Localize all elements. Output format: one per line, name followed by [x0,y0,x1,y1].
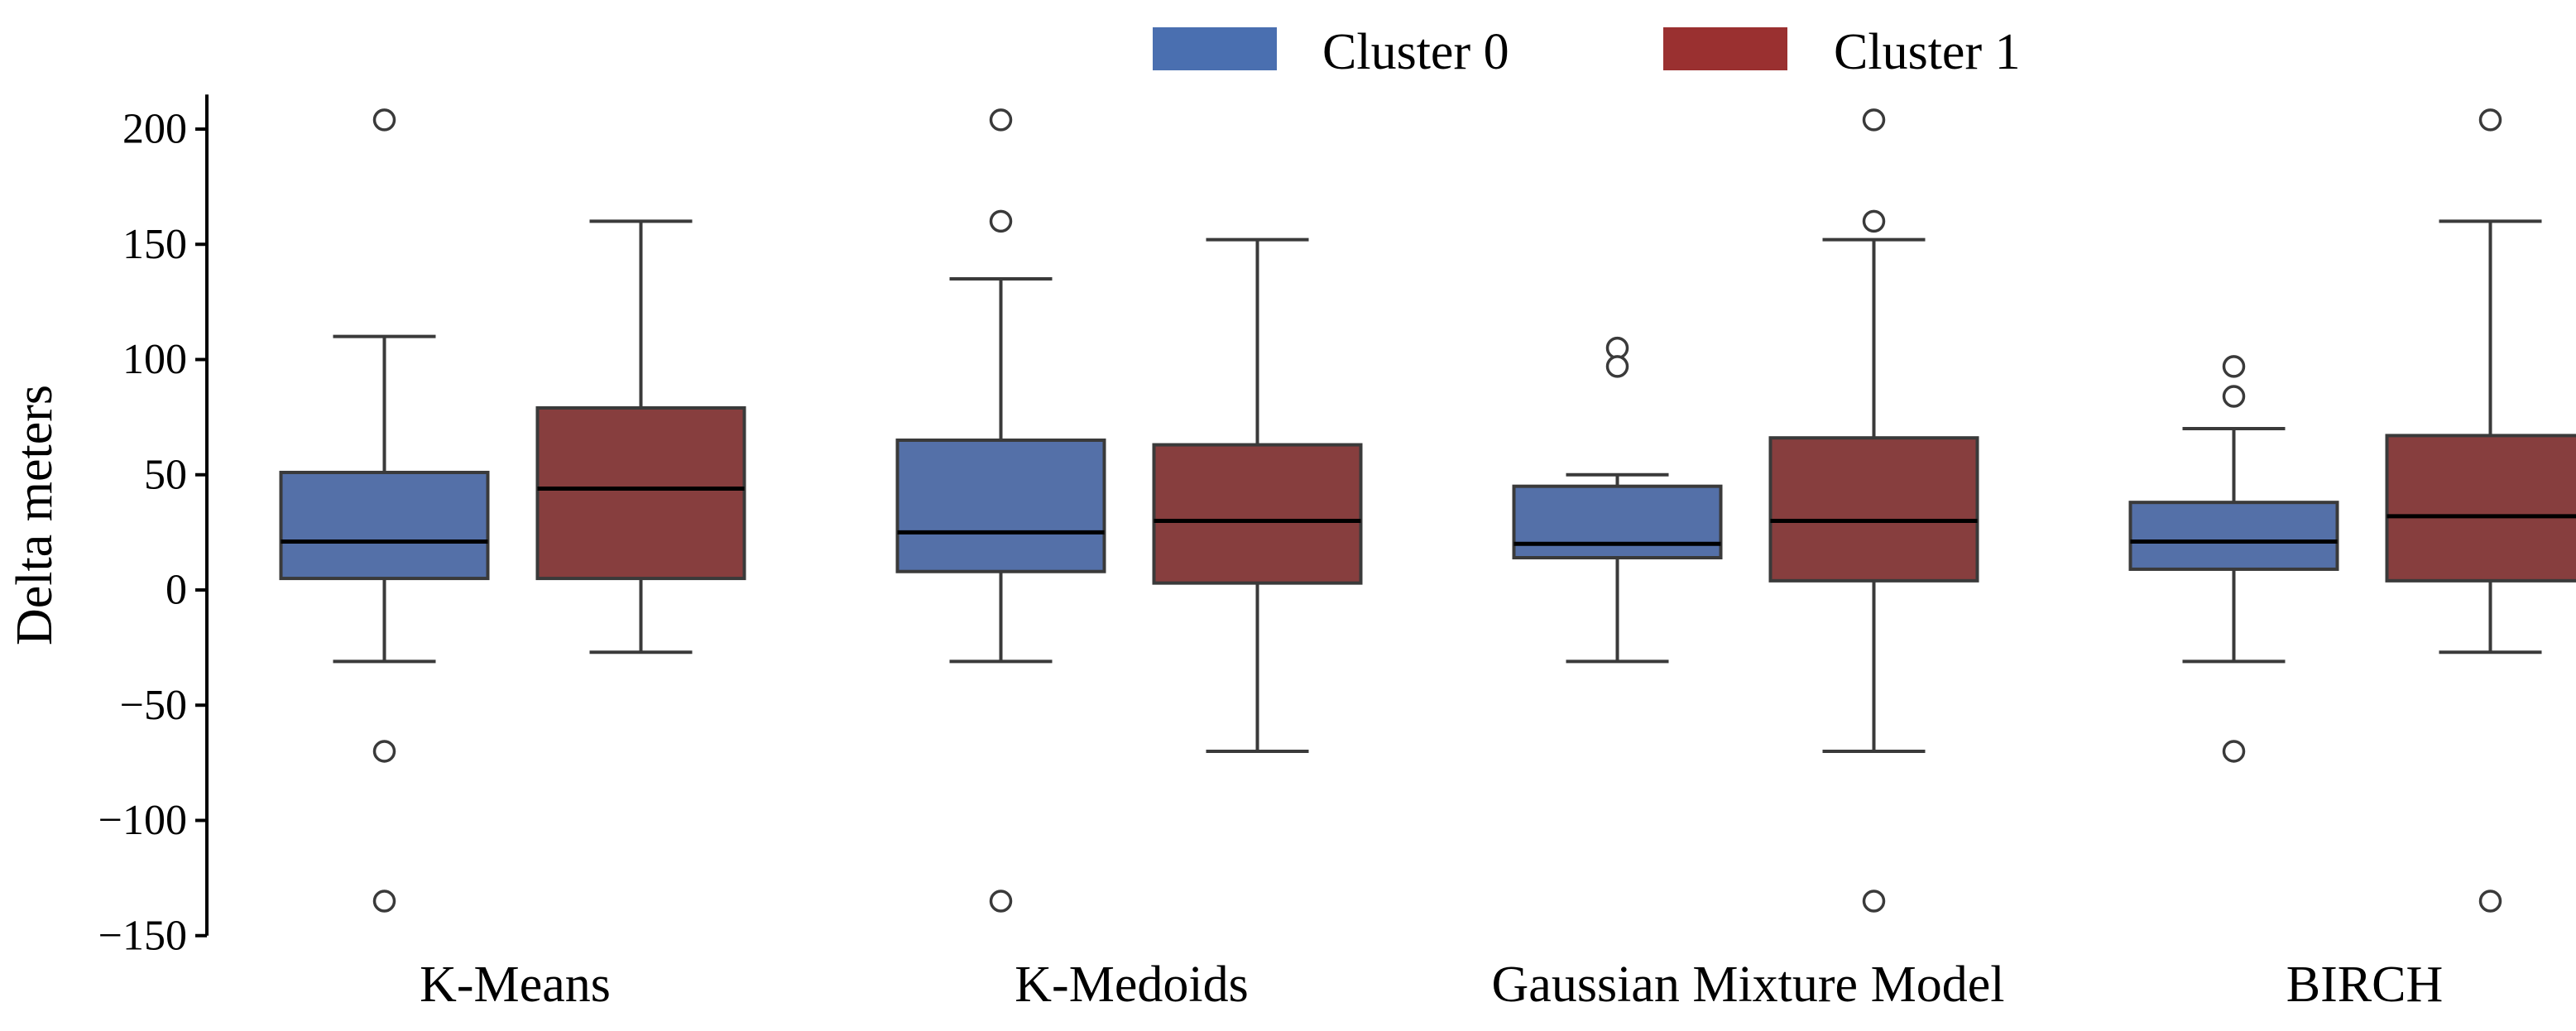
outlier-point [1862,890,1886,913]
box-2-0 [1512,336,1723,664]
legend-label-cluster-0: Cluster 0 [1322,24,1509,80]
x-category-label: K-Medoids [1015,957,1248,1013]
box-0-1 [535,219,746,655]
outlier-point [2478,108,2502,132]
y-axis-ticks: −150 −100 −50 0 50 100 150 200 [98,106,207,959]
x-category-label: BIRCH [2286,957,2443,1013]
outlier-point [372,890,396,913]
box-body [535,405,746,581]
y-tick-label: −100 [98,797,187,844]
box-body [895,438,1106,573]
box-body [2128,501,2339,571]
outlier-point [2222,385,2246,408]
legend: Cluster 0 Cluster 1 [1153,24,2021,80]
x-category-label: Gaussian Mixture Model [1492,957,2005,1013]
y-tick-label: 150 [122,221,187,268]
y-tick-label: 100 [122,336,187,383]
outlier-point [989,209,1013,233]
y-tick-label: −50 [120,682,187,729]
box-body [1152,443,1363,585]
outlier-point [2222,355,2246,378]
outlier-point [1862,108,1886,132]
outlier-point [1605,336,1629,360]
outlier-point [2222,740,2246,763]
outlier-point [1605,355,1629,378]
box-1-1 [1152,237,1363,753]
y-tick-label: 0 [165,567,187,614]
box-2-1 [1768,108,1979,913]
legend-label-cluster-1: Cluster 1 [1834,24,2021,80]
outlier-point [989,890,1013,913]
box-body [279,470,490,581]
legend-swatch-cluster-1 [1663,27,1787,70]
box-1-0 [895,108,1106,913]
box-0-0 [279,108,490,913]
box-body [2385,434,2576,583]
box-body [1768,436,1979,583]
outlier-point [372,740,396,763]
boxes [279,108,2576,913]
outlier-point [372,108,396,132]
outlier-point [989,108,1013,132]
y-tick-label: 200 [122,106,187,153]
y-tick-label: 50 [144,451,187,498]
legend-swatch-cluster-0 [1153,27,1277,70]
outlier-point [1862,209,1886,233]
y-axis-label: Delta meters [7,385,63,645]
box-body [1512,484,1723,560]
box-3-1 [2385,108,2576,913]
y-tick-label: −150 [98,912,187,959]
box-3-0 [2128,355,2339,763]
outlier-point [2478,890,2502,913]
x-category-label: K-Means [420,957,611,1013]
x-axis-category-labels: K-Means K-Medoids Gaussian Mixture Model BI… [420,957,2443,1013]
